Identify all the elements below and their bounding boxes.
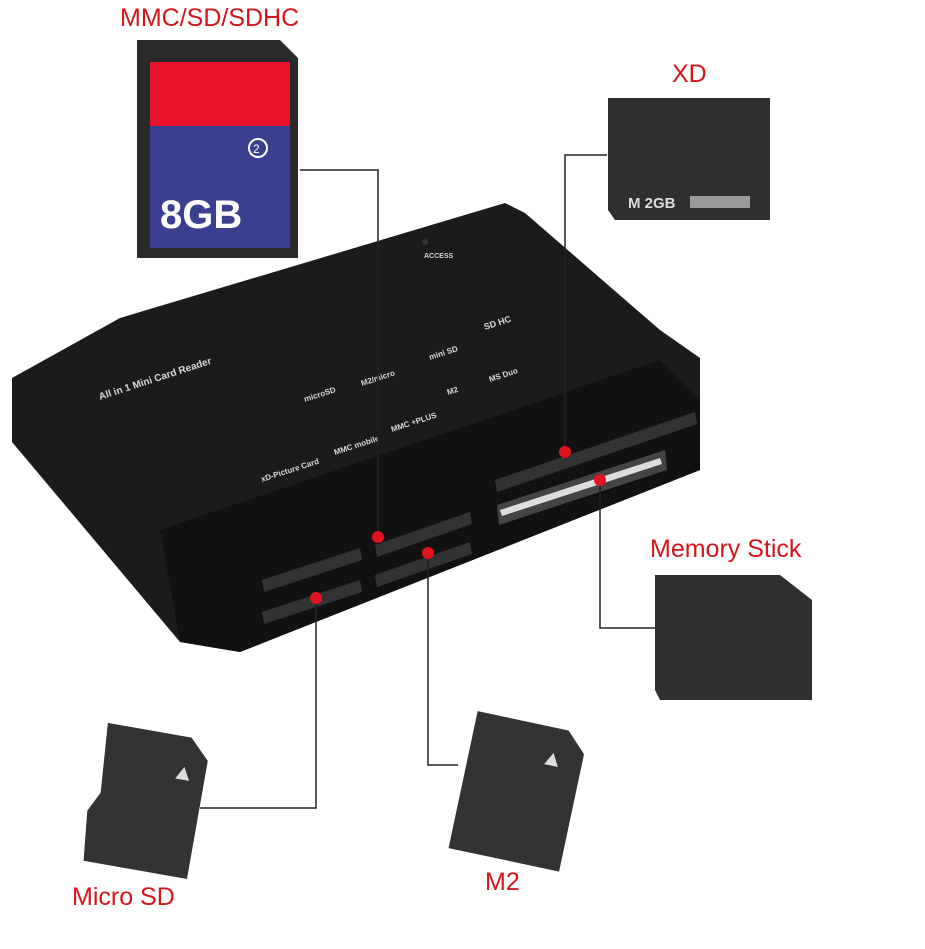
reader-m2-text: M2 xyxy=(446,385,460,397)
micro-sd-card xyxy=(83,722,208,880)
xd-capacity: M 2GB xyxy=(628,195,676,212)
card-reader: All in 1 Mini Card Reader ACCESS microSD… xyxy=(12,203,700,652)
sd-card: 2 8GB xyxy=(137,40,298,258)
reader-access-text: ACCESS xyxy=(424,253,454,260)
sd-class: 2 xyxy=(253,142,260,156)
label-micro-sd: Micro SD xyxy=(72,883,175,911)
m2-card xyxy=(448,711,585,872)
sd-capacity: 8GB xyxy=(160,193,242,237)
leader-lines xyxy=(200,154,655,809)
memory-stick-card xyxy=(655,575,812,700)
label-memory-stick: Memory Stick xyxy=(650,535,802,563)
label-m2: M2 xyxy=(485,868,520,896)
label-mmc-sd-sdhc: MMC/SD/SDHC xyxy=(120,4,300,32)
label-xd: XD xyxy=(672,60,707,88)
slot-markers xyxy=(310,446,606,604)
xd-card: M 2GB xyxy=(608,98,770,220)
